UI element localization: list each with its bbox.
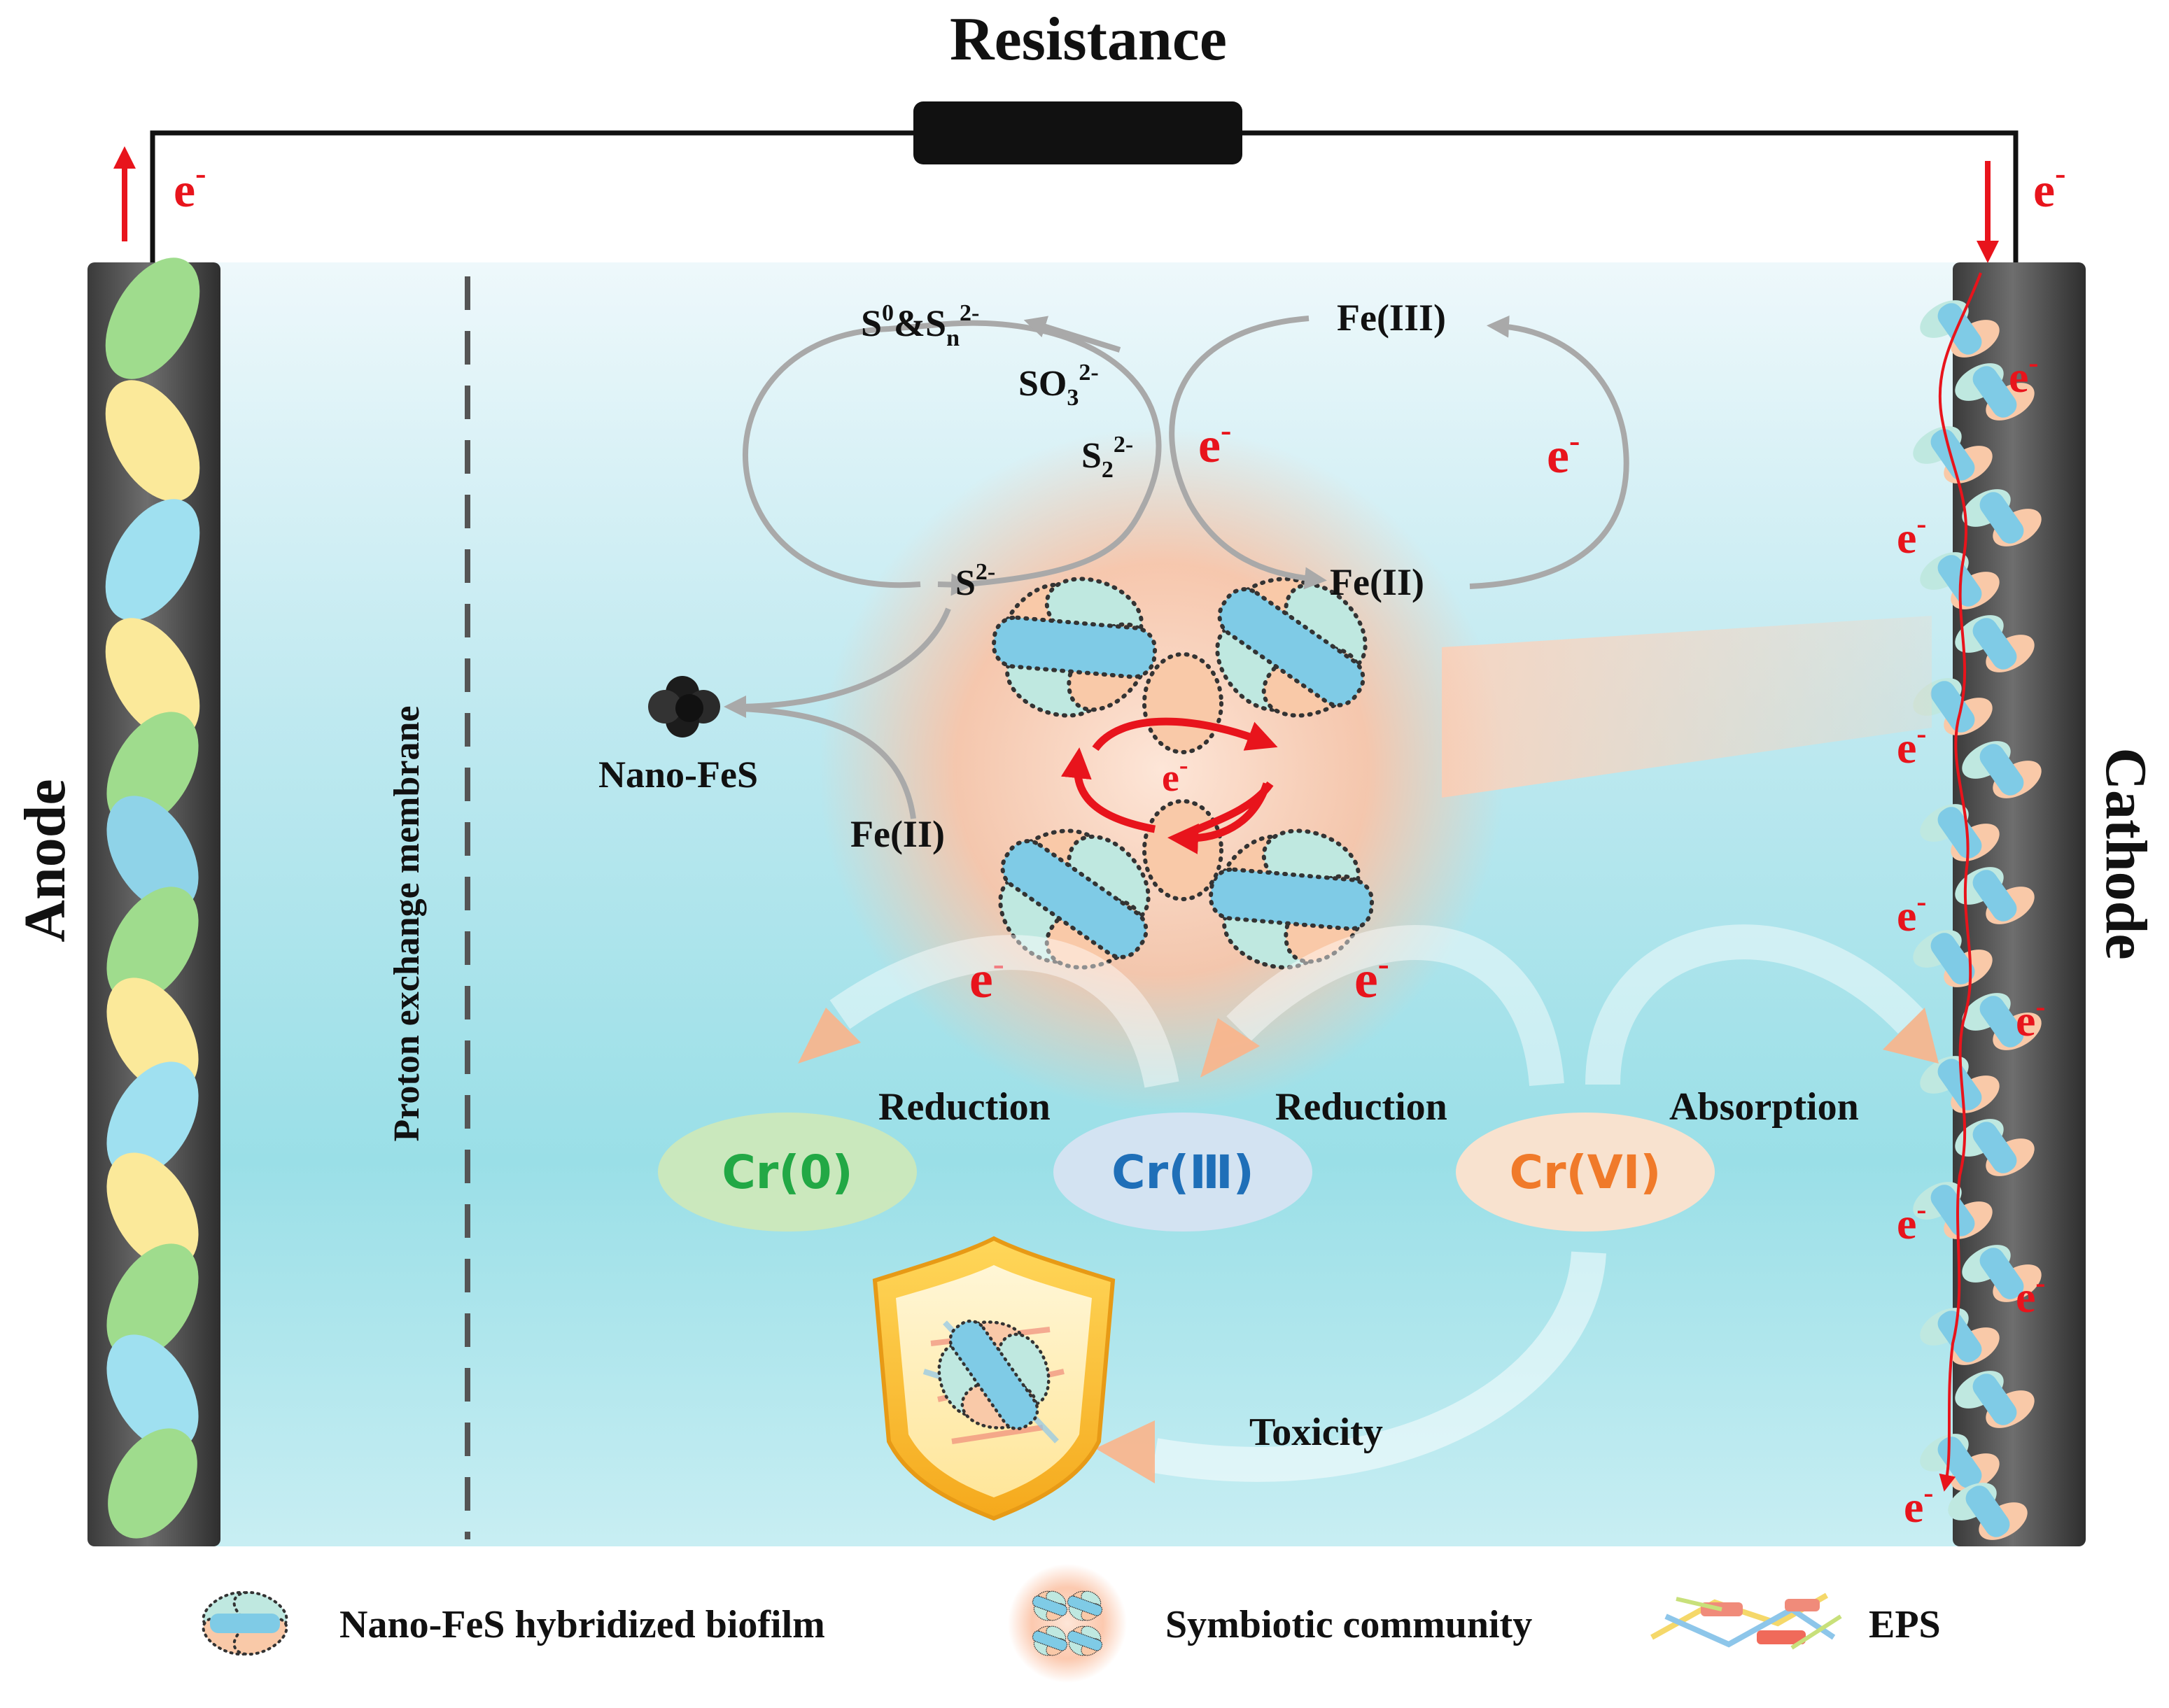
svg-text:e-: e- xyxy=(1897,1194,1926,1248)
legend-label-hybrid: Nano-FeS hybridized biofilm xyxy=(339,1603,825,1646)
svg-text:e-: e- xyxy=(1897,886,1926,940)
membrane-label: Proton exchange membrane xyxy=(387,706,427,1142)
svg-text:e-: e- xyxy=(1904,1477,1933,1532)
electron-symbol: e xyxy=(2033,164,2055,218)
inner-electron-cycle: e- xyxy=(1060,717,1278,854)
electron-charge: - xyxy=(195,155,206,191)
nano-fes-formation: Nano-FeS Fe(II) xyxy=(598,607,951,855)
svg-text:e-: e- xyxy=(2009,347,2038,402)
resistance-title: Resistance xyxy=(950,6,1227,73)
anode-electrode xyxy=(87,257,220,1546)
iron-cycle: Fe(III) Fe(II) e- e- xyxy=(1169,297,1629,603)
sulfur-s2: S22- xyxy=(1081,432,1133,483)
svg-text:e-: e- xyxy=(174,155,206,218)
nano-fes-label: Nano-FeS xyxy=(598,754,758,796)
sulfide: S2- xyxy=(955,559,995,603)
nano-fes-particle-icon xyxy=(648,676,720,737)
anode-electron-arrow: e- xyxy=(113,146,206,241)
electron-charge: - xyxy=(2055,155,2065,191)
cr3-label: Cr(Ⅲ) xyxy=(1111,1145,1254,1199)
electron-symbol: e xyxy=(174,164,195,218)
cr3-species: Cr(Ⅲ) xyxy=(1053,1113,1312,1231)
svg-text:e-: e- xyxy=(2033,155,2065,218)
chromium-pathways xyxy=(798,924,1939,1483)
hybrid-biofilm-icon xyxy=(202,1590,288,1656)
anode-label: Anode xyxy=(13,779,78,942)
cr0-label: Cr(0) xyxy=(722,1145,852,1199)
cr0-species: Cr(0) xyxy=(658,1113,917,1231)
cathode-label: Cathode xyxy=(2093,747,2159,959)
reduction-label-1: Reduction xyxy=(878,1085,1051,1129)
electron-label-left: e- xyxy=(969,945,1004,1009)
svg-text:e-: e- xyxy=(1162,751,1188,800)
symbiotic-community-icon xyxy=(1008,1564,1127,1683)
external-circuit xyxy=(150,101,2019,262)
sulfur-so3: SO32- xyxy=(1018,360,1099,411)
electron-label-right: e- xyxy=(1354,945,1389,1009)
absorption-label: Absorption xyxy=(1669,1085,1859,1129)
iron-fe2-lower: Fe(II) xyxy=(850,813,945,855)
cr6-label: Cr(VI) xyxy=(1510,1145,1662,1199)
cathode-electron-arrow: e- xyxy=(1977,155,2065,263)
svg-text:e-: e- xyxy=(1198,412,1231,473)
reduction-label-2: Reduction xyxy=(1275,1085,1447,1129)
toxicity-label: Toxicity xyxy=(1249,1411,1383,1454)
eps-icon xyxy=(1650,1593,1842,1650)
svg-text:e-: e- xyxy=(1547,423,1580,484)
legend-label-symbiotic: Symbiotic community xyxy=(1165,1603,1532,1646)
svg-text:e-: e- xyxy=(1897,508,1926,563)
iron-fe3: Fe(III) xyxy=(1337,297,1446,339)
cathode-biofilm xyxy=(1907,272,2048,1548)
legend: Nano-FeS hybridized biofilm Symbiotic co… xyxy=(202,1564,1941,1683)
iron-fe2: Fe(II) xyxy=(1330,561,1424,603)
cr6-species: Cr(VI) xyxy=(1456,1113,1715,1231)
magnification-beam xyxy=(1442,616,1932,798)
sulfur-cycle: S0&Sn2- SO32- S22- S2- xyxy=(742,300,1162,603)
eps-shield-icon xyxy=(872,1236,1116,1521)
legend-label-eps: EPS xyxy=(1869,1603,1941,1646)
svg-text:e-: e- xyxy=(2016,991,2045,1045)
sulfur-s0-sn: S0&Sn2- xyxy=(861,300,979,351)
resistor xyxy=(913,101,1242,164)
svg-text:e-: e- xyxy=(2016,1267,2045,1322)
